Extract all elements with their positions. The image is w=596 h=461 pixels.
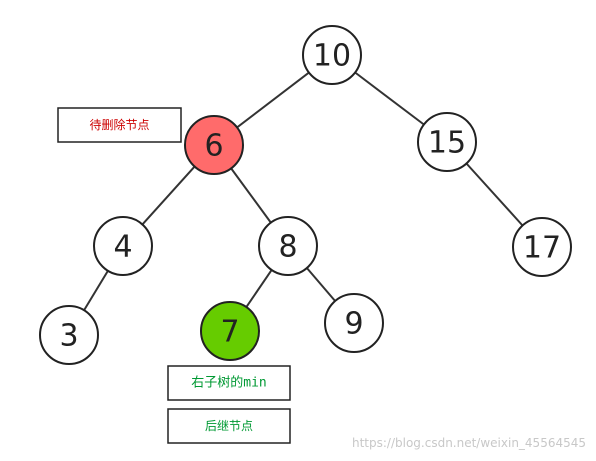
tree-node-6: 6 bbox=[184, 115, 244, 175]
node-label-17: 17 bbox=[523, 231, 561, 266]
right-subtree-min-box bbox=[167, 365, 291, 401]
node-label-10: 10 bbox=[313, 39, 351, 74]
node-circle-3 bbox=[39, 305, 99, 365]
node-label-8: 8 bbox=[278, 230, 297, 265]
node-circle-9 bbox=[324, 293, 384, 353]
watermark: https://blog.csdn.net/weixin_45564545 bbox=[352, 436, 586, 450]
tree-node-8: 8 bbox=[258, 216, 318, 276]
right-subtree-min-annotation: 右子树的min bbox=[167, 365, 291, 401]
tree-node-10: 10 bbox=[302, 25, 362, 85]
tree-nodes: 10 6 15 4 8 17 3 7 9 bbox=[39, 25, 572, 365]
node-label-9: 9 bbox=[344, 307, 363, 342]
node-label-3: 3 bbox=[59, 319, 78, 354]
node-circle-7 bbox=[200, 301, 260, 361]
edge-10-15 bbox=[354, 71, 425, 126]
to-delete-label: 待删除节点 bbox=[89, 117, 149, 132]
node-label-15: 15 bbox=[428, 126, 466, 161]
tree-node-17: 17 bbox=[512, 217, 572, 277]
edge-15-17 bbox=[465, 162, 524, 227]
tree-node-7: 7 bbox=[200, 301, 260, 361]
node-circle-17 bbox=[512, 217, 572, 277]
node-circle-6 bbox=[184, 115, 244, 175]
edge-4-3 bbox=[83, 270, 109, 311]
node-label-4: 4 bbox=[113, 230, 132, 265]
edge-10-6 bbox=[236, 71, 310, 129]
tree-node-3: 3 bbox=[39, 305, 99, 365]
node-label-6: 6 bbox=[204, 129, 223, 164]
tree-edges bbox=[83, 71, 524, 311]
to-delete-annotation: 待删除节点 bbox=[57, 107, 182, 143]
edge-8-7 bbox=[245, 269, 273, 308]
right-subtree-min-label: 右子树的min bbox=[191, 375, 266, 391]
edge-8-9 bbox=[306, 267, 336, 302]
node-circle-15 bbox=[417, 112, 477, 172]
tree-node-9: 9 bbox=[324, 293, 384, 353]
node-circle-4 bbox=[93, 216, 153, 276]
edge-6-8 bbox=[230, 167, 272, 224]
node-circle-8 bbox=[258, 216, 318, 276]
successor-annotation: 后继节点 bbox=[167, 408, 291, 444]
tree-node-4: 4 bbox=[93, 216, 153, 276]
successor-box bbox=[167, 408, 291, 444]
tree-node-15: 15 bbox=[417, 112, 477, 172]
node-circle-10 bbox=[302, 25, 362, 85]
node-label-7: 7 bbox=[220, 315, 239, 350]
to-delete-box bbox=[57, 107, 182, 143]
edge-6-4 bbox=[141, 165, 196, 226]
successor-label: 后继节点 bbox=[205, 419, 253, 433]
